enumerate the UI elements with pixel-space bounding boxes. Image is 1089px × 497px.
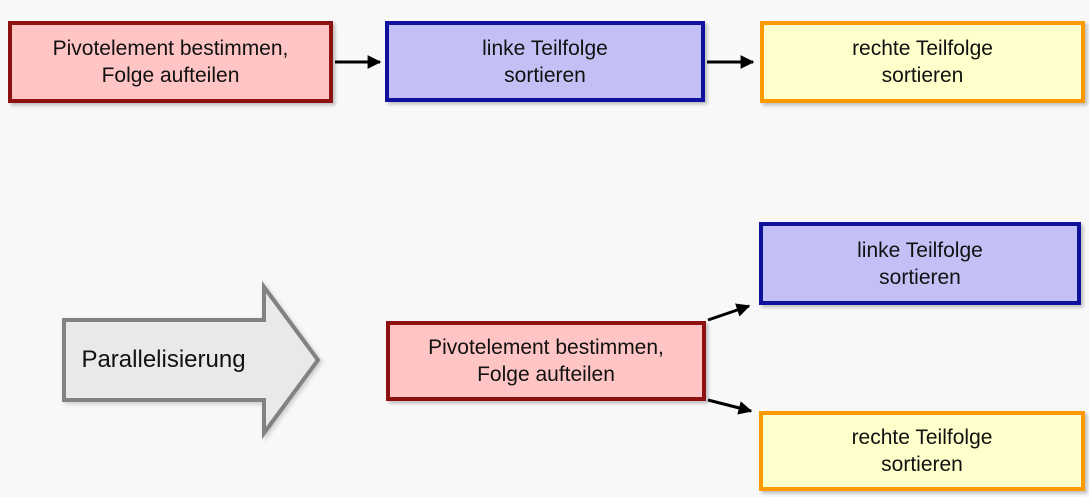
seq-left-subsequence-box: linke Teilfolge sortieren	[385, 21, 705, 102]
par-left-subsequence-box: linke Teilfolge sortieren	[759, 222, 1081, 305]
parallelization-block-arrow	[62, 280, 321, 440]
par-right-subsequence-box: rechte Teilfolge sortieren	[759, 411, 1085, 491]
seq-pivot-box: Pivotelement bestimmen, Folge aufteilen	[8, 21, 333, 103]
parallelization-label: Parallelisierung	[81, 346, 246, 373]
split-arrow-to-right-box	[707, 398, 753, 415]
par-pivot-box: Pivotelement bestimmen, Folge aufteilen	[386, 321, 706, 401]
seq-right-subsequence-box: rechte Teilfolge sortieren	[760, 21, 1085, 103]
split-arrow-to-left-box	[707, 303, 751, 322]
